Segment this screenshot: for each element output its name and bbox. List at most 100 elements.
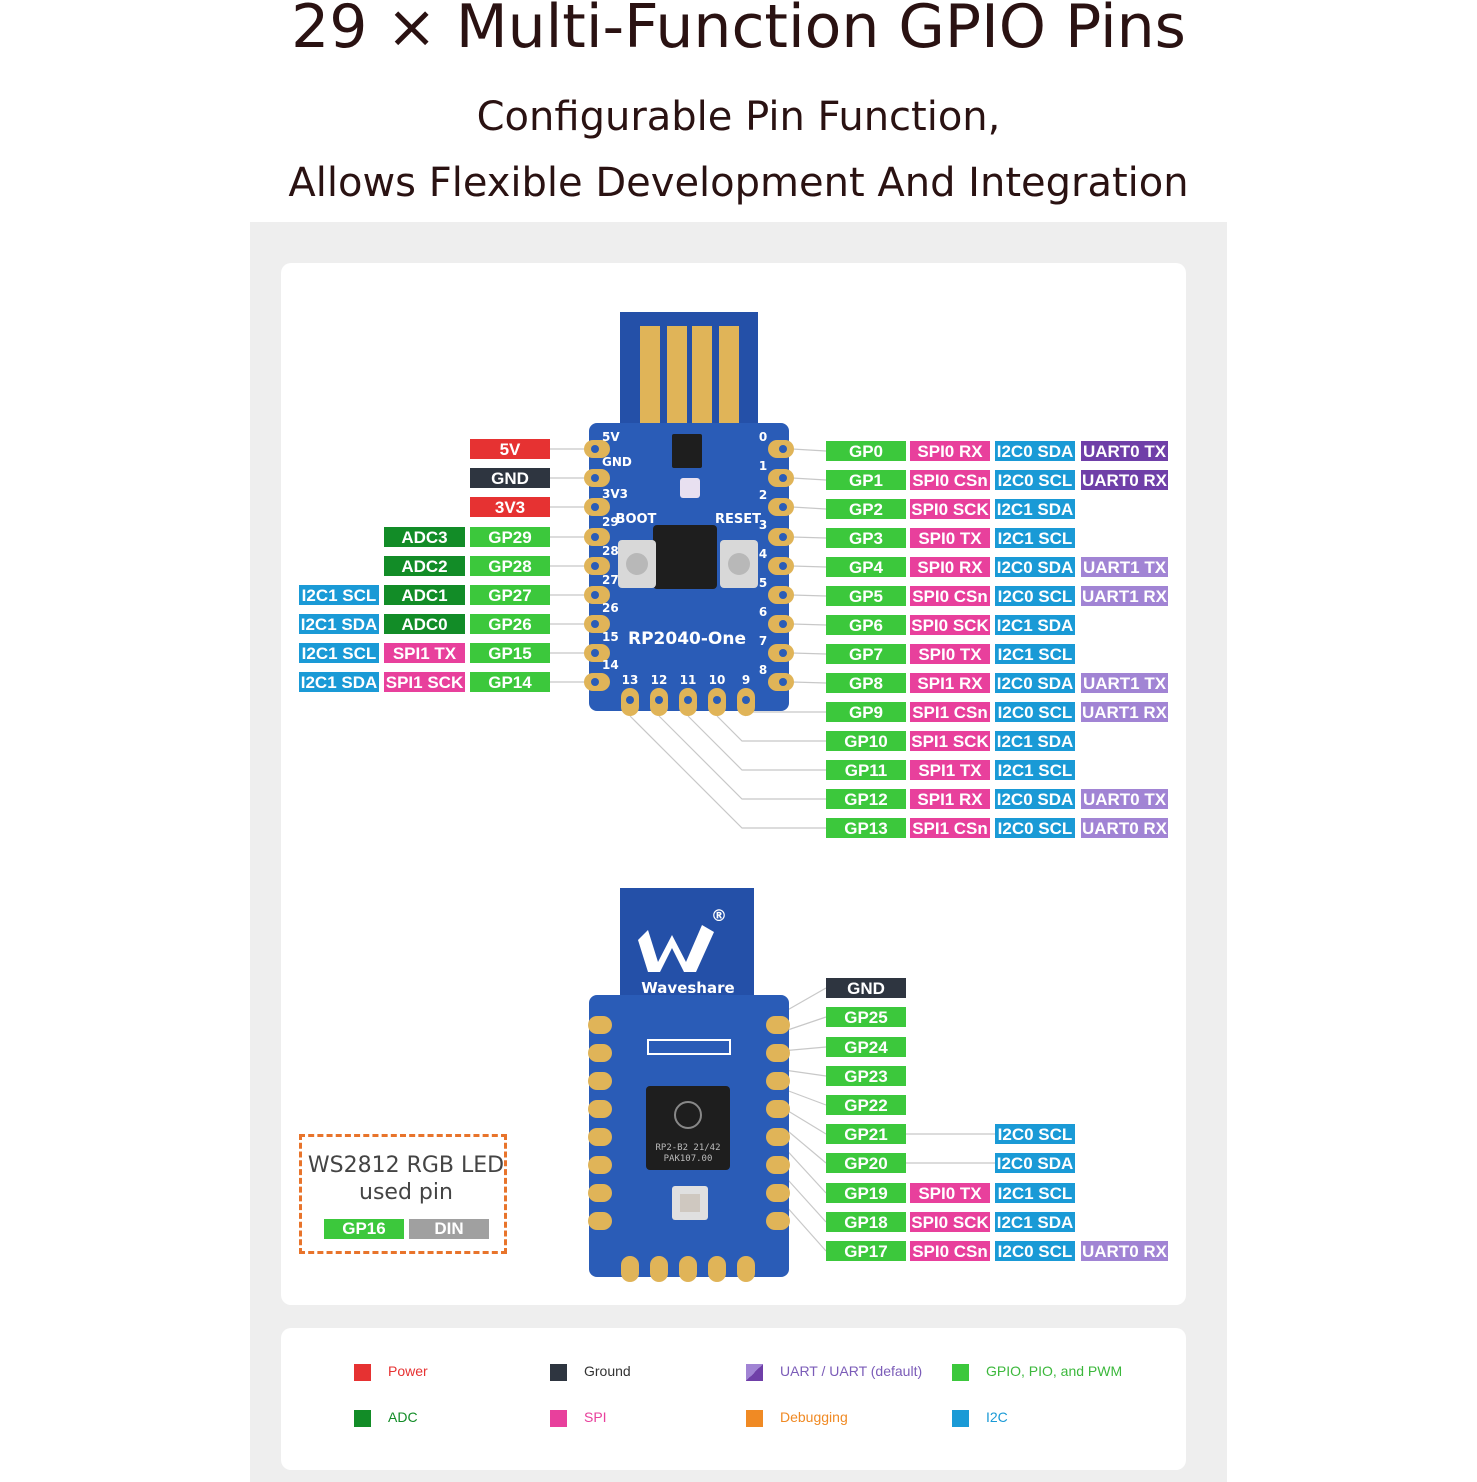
- pin-label-bg: [299, 643, 379, 663]
- leader-line: [791, 594, 827, 597]
- pin-label-bg: [910, 644, 990, 664]
- pin-label-spi1-rx: SPI1 RX: [910, 789, 990, 809]
- silk-label: GND: [602, 455, 632, 469]
- leader-line: [791, 506, 827, 510]
- pin-label-bg: [384, 614, 465, 634]
- pin-label-text: GP23: [844, 1067, 887, 1086]
- pin-label-bg: [826, 1066, 906, 1086]
- pin-label-bg: [826, 702, 906, 722]
- pin-label-text: GP5: [849, 587, 883, 606]
- subtitle-line-1: Configurable Pin Function,: [476, 94, 1001, 140]
- brand-label: Waveshare: [641, 979, 734, 997]
- boot-button-cap[interactable]: [626, 553, 648, 575]
- usb-contact: [640, 326, 660, 428]
- pin-label-text: UART0 TX: [1083, 442, 1167, 461]
- pin-label-text: GP22: [844, 1096, 887, 1115]
- pin-label-i2c1-scl: I2C1 SCL: [299, 585, 379, 605]
- pad-hole: [626, 696, 634, 704]
- pin-label-spi0-csn: SPI0 CSn: [910, 1241, 990, 1261]
- pin-label-spi0-tx: SPI0 TX: [910, 528, 990, 548]
- pin-label-spi0-rx: SPI0 RX: [910, 441, 990, 461]
- pad: [766, 1072, 790, 1090]
- pin-label-bg: [299, 672, 379, 692]
- pin-label-adc3: ADC3: [384, 527, 465, 547]
- silk-number: 1: [759, 459, 767, 473]
- legend-swatch: [354, 1364, 371, 1381]
- pad-hole: [742, 696, 750, 704]
- usb-contact: [719, 326, 739, 428]
- legend-swatch: [550, 1410, 567, 1427]
- pin-label-text: GP29: [488, 528, 531, 547]
- pin-label-bg: [1081, 673, 1168, 693]
- pin-label-text: GP13: [844, 819, 887, 838]
- castellated-pads-back: [588, 1016, 790, 1282]
- pin-label-gp22: GP22: [826, 1095, 906, 1115]
- silk-number: 3: [759, 518, 767, 532]
- pin-label-i2c0-sda: I2C0 SDA: [995, 1153, 1075, 1173]
- board-back: ® Waveshare RP2-B2 21/42 PAK107.00: [588, 888, 790, 1282]
- pin-label-bg: [299, 614, 379, 634]
- waveshare-logo-icon: [638, 925, 714, 972]
- legend-swatch: [952, 1410, 969, 1427]
- legend-label: ADC: [388, 1409, 418, 1425]
- pin-label-bg: [910, 528, 990, 548]
- pad: [766, 1184, 790, 1202]
- pin-label-i2c0-sda: I2C0 SDA: [995, 673, 1075, 693]
- pad-hole: [779, 620, 787, 628]
- pin-label-spi0-rx: SPI0 RX: [910, 557, 990, 577]
- pin-label-text: GP21: [844, 1125, 887, 1144]
- pin-label-gnd: GND: [826, 978, 906, 998]
- pin-label-text: I2C1 SDA: [301, 615, 378, 634]
- silk-label: 15: [602, 630, 619, 644]
- pin-label-i2c0-scl: I2C0 SCL: [995, 1124, 1075, 1144]
- rom-chip-outline: [647, 1039, 731, 1055]
- leader-line: [658, 715, 826, 800]
- legend-label: I2C: [986, 1409, 1008, 1425]
- silk-number: 13: [622, 673, 639, 687]
- leader-line: [791, 477, 827, 481]
- crystal-top: [680, 1194, 700, 1212]
- pin-label-bg: [470, 439, 550, 459]
- pin-label-text: GP25: [844, 1008, 887, 1027]
- pad-hole: [713, 696, 721, 704]
- chip-front: [653, 525, 717, 589]
- pin-label-text: GP15: [488, 644, 531, 663]
- pin-label-gp13: GP13: [826, 818, 906, 838]
- usb-contact: [667, 326, 687, 428]
- pin-label-gp18: GP18: [826, 1212, 906, 1232]
- pin-label-bg: [910, 441, 990, 461]
- rgb-led: [680, 478, 700, 498]
- pin-label-text: GP4: [849, 558, 884, 577]
- pin-label-bg: [384, 556, 465, 576]
- pin-label-bg: [995, 441, 1075, 461]
- pin-label-bg: [470, 527, 550, 547]
- pin-label-gp20: GP20: [826, 1153, 906, 1173]
- pin-label-i2c0-scl: I2C0 SCL: [995, 818, 1075, 838]
- pin-label-spi0-sck: SPI0 SCK: [910, 499, 990, 519]
- silk-label: 28: [602, 544, 619, 558]
- pin-label-gp10: GP10: [826, 731, 906, 751]
- pin-label-spi0-sck: SPI0 SCK: [910, 1212, 990, 1232]
- pin-label-bg: [1081, 702, 1168, 722]
- pad: [766, 1212, 790, 1230]
- pin-label-gp29: GP29: [470, 527, 550, 547]
- legend-label: UART / UART (default): [780, 1363, 923, 1379]
- pin-label-bg: [384, 672, 465, 692]
- pin-label-text: SPI1 RX: [917, 790, 983, 809]
- pad-hole: [591, 591, 599, 599]
- pin-label-text: SPI0 CSn: [912, 1242, 988, 1261]
- pin-label-text: SPI0 TX: [918, 1184, 982, 1203]
- legend-label: Ground: [584, 1363, 631, 1379]
- silk-number: 6: [759, 605, 767, 619]
- pin-label-text: GP26: [488, 615, 531, 634]
- pin-label-text: I2C0 SCL: [998, 1242, 1073, 1261]
- silk-number: 11: [680, 673, 697, 687]
- pin-label-i2c0-sda: I2C0 SDA: [995, 441, 1075, 461]
- pin-label-text: SPI0 TX: [918, 529, 982, 548]
- pin-label-gp8: GP8: [826, 673, 906, 693]
- pin-label-text: I2C0 SDA: [997, 790, 1074, 809]
- pin-label-text: UART0 TX: [1083, 790, 1167, 809]
- reset-button-cap[interactable]: [728, 553, 750, 575]
- pin-label-bg: [826, 499, 906, 519]
- pin-label-bg: [910, 557, 990, 577]
